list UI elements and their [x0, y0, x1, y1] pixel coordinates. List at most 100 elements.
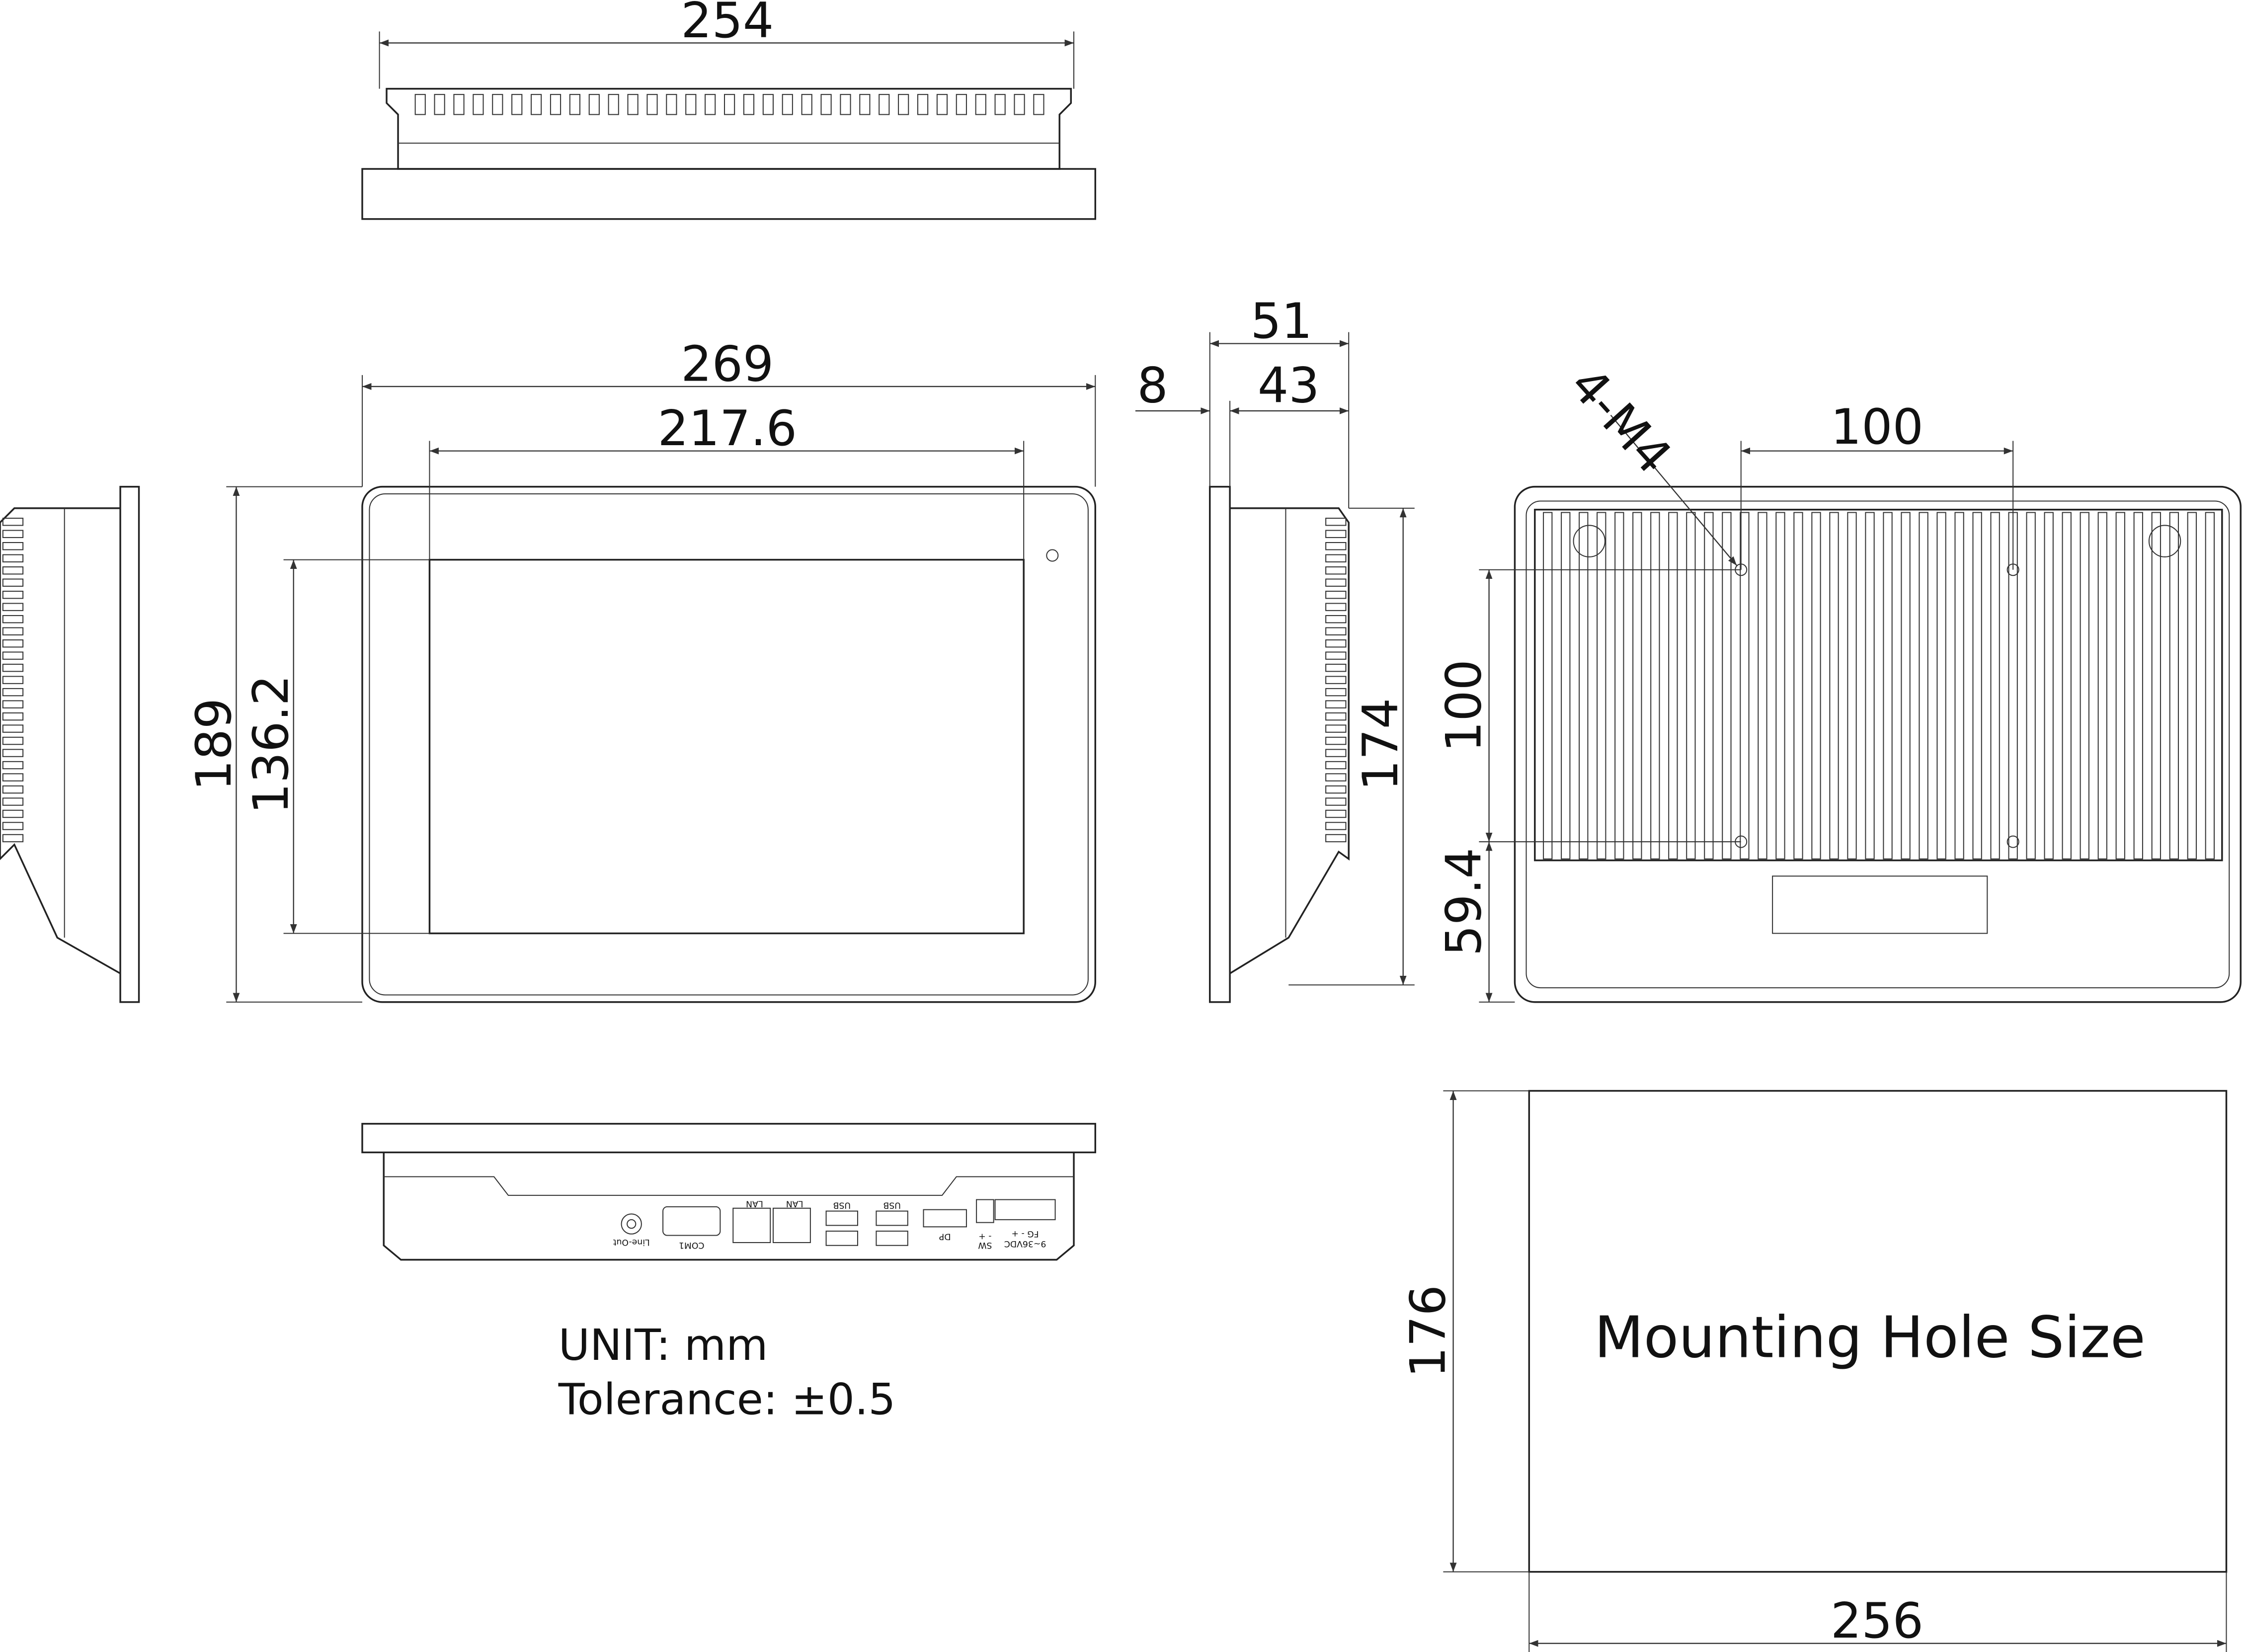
fin	[1919, 512, 1928, 860]
fin	[2026, 512, 2036, 860]
dim-depth-total-label: 51	[1250, 293, 1312, 350]
fin	[2, 712, 24, 721]
front-view: 269 217.6 189 136.2	[186, 336, 1096, 1003]
fin	[994, 94, 1006, 115]
dim-cutout-width: 256	[1528, 1572, 2227, 1652]
fin	[1325, 542, 1347, 551]
com1-port: COM1	[662, 1206, 721, 1250]
fin	[2, 724, 24, 733]
fin	[2, 761, 24, 770]
fin	[1972, 512, 1982, 860]
fin	[2, 676, 24, 684]
fin	[1758, 512, 1767, 860]
dim-vesa-offset-label: 59.4	[1436, 848, 1492, 956]
fin	[2062, 512, 2072, 860]
vesa-holes	[1735, 563, 2019, 848]
usb2-label: USB	[883, 1200, 900, 1210]
fin	[2, 834, 24, 843]
fin	[2, 785, 24, 794]
dim-top-width-label: 254	[681, 0, 774, 49]
mount-callout-label: 4-M4	[1559, 357, 1682, 485]
rear-view: 4-M4 100 100 59.4	[1436, 357, 2242, 1003]
lan-ports: LAN LAN	[732, 1198, 811, 1243]
fin	[1722, 512, 1732, 860]
fin	[1883, 512, 1893, 860]
sw-polarity-label: - +	[978, 1232, 991, 1242]
fin	[627, 94, 639, 115]
fin	[685, 94, 697, 115]
power-label: 9~36VDC	[1004, 1239, 1046, 1249]
fin	[453, 94, 465, 115]
fin	[492, 94, 503, 115]
fin	[1325, 566, 1347, 575]
fin	[1325, 627, 1347, 635]
fin	[2, 639, 24, 648]
fin	[2, 554, 24, 562]
fin	[1325, 676, 1347, 684]
power-pins-label: FG - +	[1012, 1229, 1039, 1239]
cutout-label: Mounting Hole Size	[1594, 1304, 2145, 1371]
line-out-port: Line-Out	[613, 1213, 650, 1247]
dim-front-width: 269	[362, 336, 1096, 487]
dim-vesa-offset: 59.4	[1436, 842, 1515, 1003]
screen-area	[428, 558, 1025, 935]
dim-bezel-depth: 8	[1135, 358, 1231, 487]
fin	[1325, 663, 1347, 672]
fin	[2115, 512, 2125, 860]
dim-vesa-vertical-label: 100	[1436, 659, 1492, 752]
fin	[1325, 724, 1347, 733]
dim-body-depth-label: 43	[1258, 358, 1320, 414]
fin	[1325, 590, 1347, 599]
fin	[1543, 512, 1553, 860]
dim-bezel-depth-label: 8	[1137, 358, 1168, 414]
fin	[705, 94, 716, 115]
fin	[2, 590, 24, 599]
dim-front-width-label: 269	[681, 336, 774, 393]
fin	[1865, 512, 1875, 860]
usb-ports: USB USB	[825, 1200, 908, 1246]
fin	[2133, 512, 2143, 860]
fin	[1740, 512, 1750, 860]
dim-body-depth: 43	[1230, 358, 1349, 414]
fin	[2187, 512, 2197, 860]
fin	[917, 94, 929, 115]
dim-vesa-vertical: 100	[1436, 569, 1741, 843]
fin	[1829, 512, 1839, 860]
fin	[956, 94, 967, 115]
tolerance-note: Tolerance: ±0.5	[558, 1375, 896, 1425]
dp-port: DP	[923, 1209, 967, 1242]
fin	[2044, 512, 2054, 860]
fin	[1811, 512, 1821, 860]
fin	[1686, 512, 1696, 860]
right-side-view: 51 8 43 174	[1135, 293, 1415, 1003]
fin	[1936, 512, 1946, 860]
fin	[1632, 512, 1642, 860]
dim-screen-width: 217.6	[429, 400, 1025, 560]
fin	[1325, 615, 1347, 624]
fin	[879, 94, 890, 115]
lan1-label: LAN	[746, 1198, 763, 1208]
fin	[2, 566, 24, 575]
fin	[936, 94, 948, 115]
fin	[2, 578, 24, 587]
fin	[2, 603, 24, 611]
dim-cutout-width-label: 256	[1831, 1593, 1924, 1650]
fin	[569, 94, 581, 115]
fin	[2, 530, 24, 538]
fin	[434, 94, 445, 115]
fin	[2097, 512, 2107, 860]
fin	[1668, 512, 1678, 860]
fin	[1561, 512, 1571, 860]
fin	[2, 700, 24, 708]
fin	[2, 773, 24, 782]
fin	[1325, 639, 1347, 648]
fin	[1325, 773, 1347, 782]
fin	[1650, 512, 1660, 860]
fin	[1033, 94, 1044, 115]
fin	[1325, 822, 1347, 830]
fin	[1325, 518, 1347, 526]
fin	[743, 94, 755, 115]
dim-vesa-horizontal-label: 100	[1831, 399, 1924, 456]
fin	[1579, 512, 1589, 860]
